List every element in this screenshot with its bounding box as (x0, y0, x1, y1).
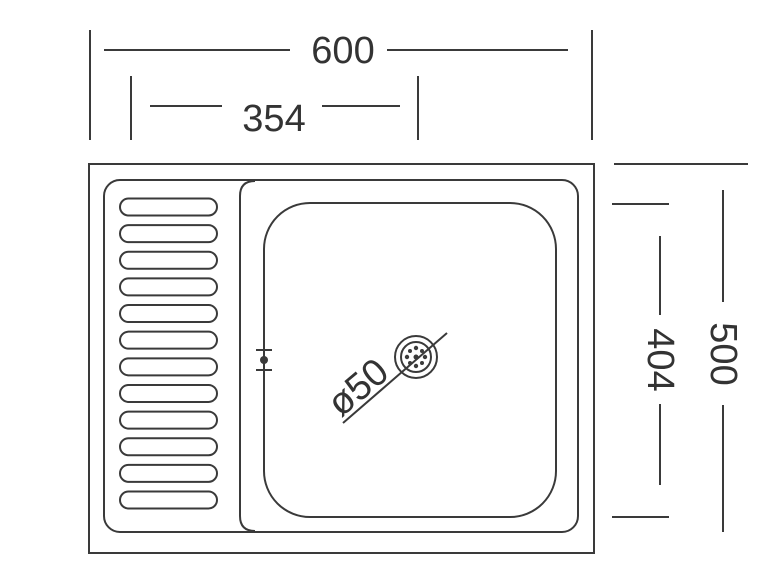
depth-dimension: 500 (614, 163, 748, 532)
drainer-rib (119, 250, 218, 270)
drainer-rib (119, 224, 218, 244)
width-dimension: 600 (89, 30, 593, 140)
drainer-divider (239, 180, 256, 532)
depth-label: 500 (702, 322, 744, 385)
drainer-rib (119, 304, 218, 324)
drainer-width-label: 354 (242, 98, 305, 140)
drainer-rib (119, 490, 218, 510)
drainer-rib (119, 410, 218, 430)
bowl (263, 202, 557, 518)
width-label: 600 (311, 30, 374, 72)
drainer-rib (119, 330, 218, 350)
drainer-rib (119, 463, 218, 483)
drainer-rib (119, 383, 218, 403)
drainer-width-dimension: 354 (130, 76, 419, 140)
bowl-depth-label: 404 (639, 328, 681, 391)
drainer-rib (119, 277, 218, 297)
drain-diameter-label: ø50 (320, 351, 397, 425)
overflow-mark (256, 343, 272, 378)
sink-outline (88, 163, 595, 554)
drainer-rib (119, 197, 218, 217)
bowl-depth-dimension: 404 (612, 203, 681, 518)
drainer-rib (119, 357, 218, 377)
drainer-rib (119, 437, 218, 457)
sink-inner-frame (103, 179, 579, 533)
drain (394, 335, 438, 379)
drainer-ribs (119, 197, 218, 510)
